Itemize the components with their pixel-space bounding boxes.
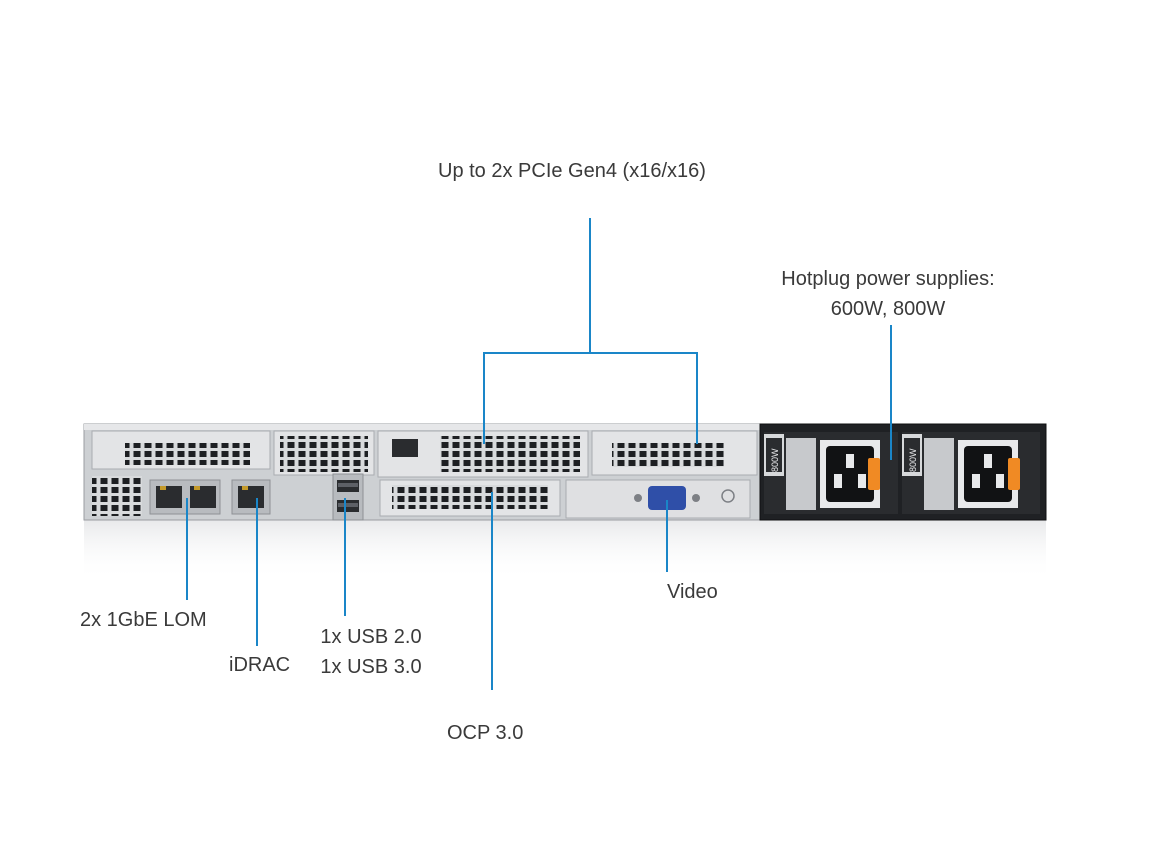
vga-port	[565, 479, 751, 519]
psu-label-line1: Hotplug power supplies:	[781, 268, 995, 290]
ocp-slot	[379, 479, 561, 517]
usb-label-line2: 1x USB 3.0	[320, 656, 422, 678]
lom-label: 2x 1GbE LOM	[80, 609, 207, 631]
power-supply-2	[902, 432, 1040, 514]
pcie-slot-1	[377, 430, 589, 478]
idrac-port	[231, 479, 271, 515]
psu-badge-1: 800W	[770, 448, 780, 472]
riser-slot-left	[91, 430, 271, 470]
pcie-slot-2	[591, 430, 758, 476]
server-chassis	[83, 423, 761, 521]
usb-ports	[332, 473, 364, 521]
video-label: Video	[667, 581, 718, 603]
psu-badge-2: 800W	[908, 448, 918, 472]
lom-ports	[149, 479, 221, 515]
vent-lower-left	[92, 476, 142, 516]
pcie-bracket	[483, 352, 698, 444]
idrac-label: iDRAC	[229, 654, 291, 676]
usb-label-line1: 1x USB 2.0	[320, 626, 422, 648]
usb-label: 1x USB 2.0 1x USB 3.0	[308, 622, 434, 682]
riser-slot-center	[273, 430, 375, 476]
power-supply-1	[764, 432, 898, 514]
chassis-reflection	[84, 520, 1046, 580]
callout-lines	[186, 218, 892, 690]
pcie-label: Up to 2x PCIe Gen4 (x16/x16)	[438, 160, 706, 182]
power-supply-bay: 800W 800W	[759, 423, 1047, 521]
ocp-label: OCP 3.0	[447, 722, 524, 744]
psu-label: Hotplug power supplies: 600W, 800W	[760, 264, 1016, 324]
psu-label-line2: 600W, 800W	[830, 298, 946, 320]
